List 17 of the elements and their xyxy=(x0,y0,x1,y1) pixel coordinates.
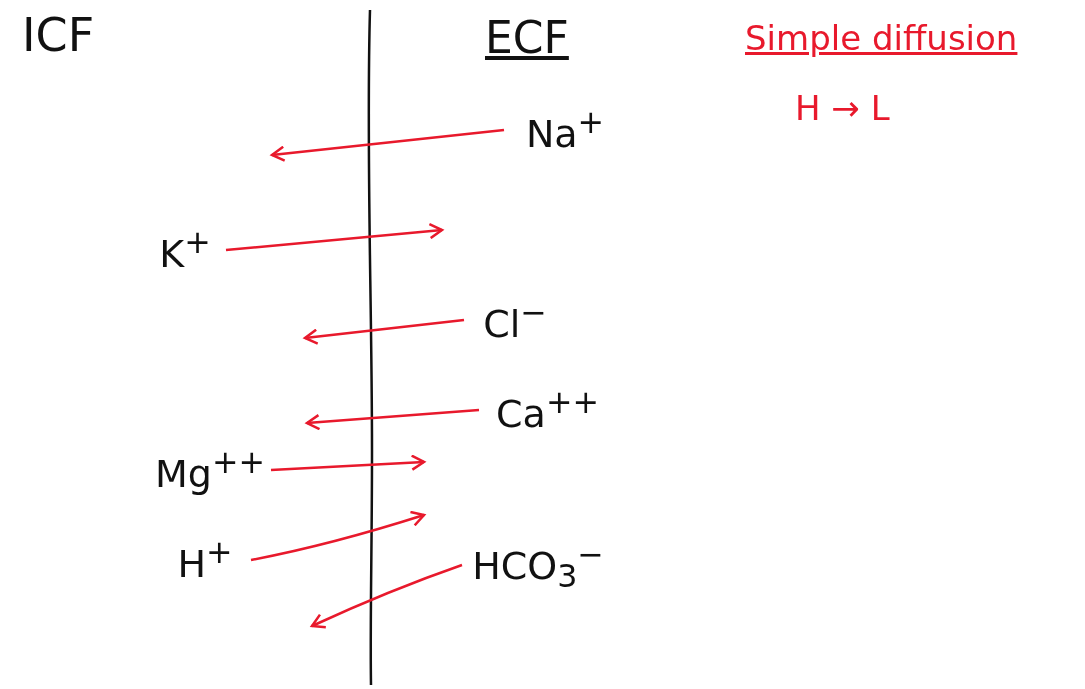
label-text: ECF xyxy=(485,12,569,63)
arrow xyxy=(270,128,505,162)
ion-label: H$^{+}$ xyxy=(165,530,245,590)
label-text: Simple diffusion xyxy=(745,18,1018,58)
ion-label: Na$^{+}$ xyxy=(510,100,620,160)
arrow xyxy=(303,318,465,345)
label-text: ICF xyxy=(22,8,95,62)
arrow xyxy=(270,454,426,472)
ion-label: Cl$^{−}$ xyxy=(470,290,560,350)
arrow xyxy=(310,563,463,629)
ion-label: Ca$^{++}$ xyxy=(485,380,610,440)
ion-label: Mg$^{++}$ xyxy=(155,440,265,500)
arrow xyxy=(250,510,426,562)
arrow xyxy=(305,408,480,431)
arrow xyxy=(225,222,444,252)
label-text: H → L xyxy=(795,88,890,128)
ion-label: K$^{+}$ xyxy=(150,220,220,280)
